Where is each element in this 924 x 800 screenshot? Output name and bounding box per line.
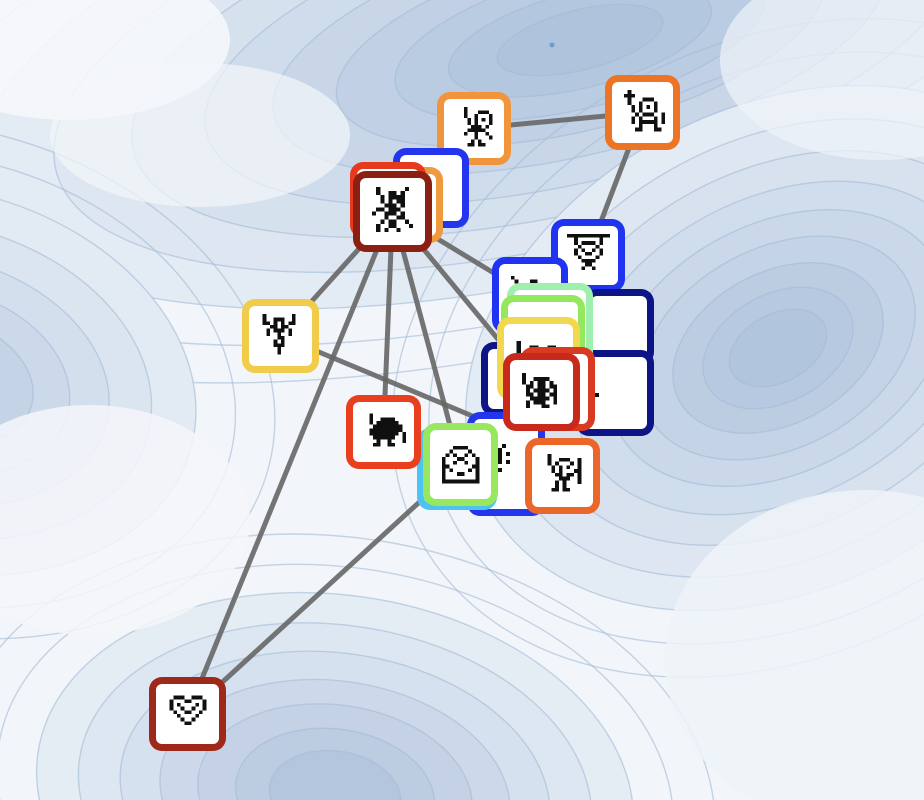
node-card xyxy=(510,360,573,424)
edge-maroon-green-envelope xyxy=(390,210,463,466)
low-density-area xyxy=(0,405,250,635)
raise-arm-icon xyxy=(540,453,585,499)
node-card xyxy=(249,306,312,366)
node-card xyxy=(612,82,673,143)
node-card xyxy=(558,226,618,285)
node-card xyxy=(156,684,219,744)
cheer-icon xyxy=(258,314,303,358)
low-density-area xyxy=(720,0,924,160)
blob-icon xyxy=(361,410,406,454)
graph-node-navy-tr[interactable] xyxy=(584,289,654,365)
edge-heart-green-envelope xyxy=(185,462,463,716)
tick-icon xyxy=(591,369,639,417)
edge-maroon-heart xyxy=(185,210,395,715)
waver-icon xyxy=(452,107,496,150)
graph-node-maroon[interactable] xyxy=(353,171,432,252)
graph-node-red-front[interactable] xyxy=(503,353,580,431)
low-density-area xyxy=(50,63,350,207)
envelope-heart-icon xyxy=(438,442,483,487)
right-basin xyxy=(391,18,924,678)
low-density-area xyxy=(665,490,924,800)
cross-knight-icon xyxy=(620,90,665,135)
hanging-icon xyxy=(566,234,610,277)
node-card xyxy=(591,296,647,358)
graph-node-red-orange-mid[interactable] xyxy=(346,395,421,469)
node-card xyxy=(353,402,414,462)
graph-node-orange-tr[interactable] xyxy=(605,75,680,150)
node-card xyxy=(532,445,593,507)
node-card xyxy=(430,430,491,499)
heart-face-icon xyxy=(165,692,210,736)
node-card xyxy=(360,178,425,245)
monkey-icon xyxy=(518,368,565,416)
graph-node-heart[interactable] xyxy=(149,677,226,751)
graph-node-green-envelope[interactable] xyxy=(423,423,498,506)
x-dancer-icon xyxy=(368,187,417,236)
graph-node-yellow-left[interactable] xyxy=(242,299,319,373)
graph-node-orange-bottom[interactable] xyxy=(525,438,600,514)
density-peak-dot xyxy=(549,42,555,48)
blank-icon xyxy=(599,307,639,347)
